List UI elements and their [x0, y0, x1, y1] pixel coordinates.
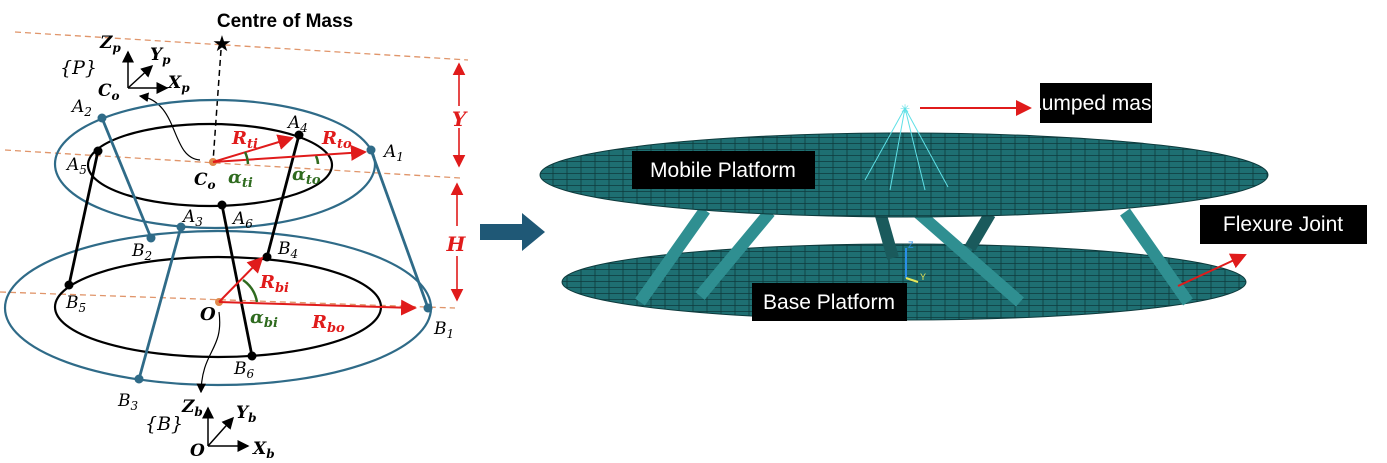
- dimension-y-label: Y: [452, 107, 468, 131]
- fe-model-image: ✳ Z Y Lumped mass Mobile Platform Flexur…: [539, 83, 1367, 321]
- label-flexure-joint: Flexure Joint: [1200, 205, 1367, 244]
- angle-labels: αti αto αbi: [228, 164, 321, 331]
- flexure-joint-pointer: [1177, 253, 1247, 287]
- svg-text:B3: B3: [117, 391, 139, 413]
- dimension-h-label: H: [446, 232, 467, 256]
- radius-labels: Rti Rto Rbi Rbo: [231, 128, 352, 336]
- label-lumped-mass: Lumped mass: [1030, 83, 1162, 123]
- svg-text:Lumped mass: Lumped mass: [1030, 92, 1162, 115]
- base-frame: {B} Zb Yb Xb O: [145, 397, 275, 461]
- svg-text:Rti: Rti: [231, 128, 258, 152]
- top-centre-label: Co: [194, 170, 216, 192]
- svg-text:A1: A1: [382, 142, 404, 164]
- svg-text:Base Platform: Base Platform: [763, 291, 895, 314]
- svg-text:Rbi: Rbi: [259, 272, 289, 296]
- svg-text:A4: A4: [286, 113, 308, 135]
- svg-text:Rto: Rto: [321, 128, 352, 152]
- svg-text:A2: A2: [70, 97, 92, 119]
- base-frame-label: {B}: [145, 413, 183, 435]
- flexure-legs: [635, 205, 1193, 307]
- lower-inner-ellipse: [53, 255, 383, 359]
- axis-triad-z-label: Z: [908, 240, 914, 250]
- svg-text:Zp: Zp: [99, 33, 121, 55]
- svg-text:Xp: Xp: [167, 73, 190, 95]
- centre-of-mass-label: Centre of Mass: [217, 11, 353, 32]
- svg-text:B6: B6: [233, 359, 255, 381]
- svg-text:O: O: [190, 441, 205, 461]
- svg-text:Yp: Yp: [150, 45, 171, 67]
- svg-text:αbi: αbi: [250, 307, 278, 331]
- radius-arrows: [212, 134, 417, 316]
- svg-text:B1: B1: [433, 319, 454, 341]
- lumped-mass-links: [864, 107, 949, 191]
- curved-arrow-base: [196, 311, 221, 394]
- axis-triad-y-label: Y: [920, 272, 926, 282]
- svg-text:B4: B4: [277, 239, 298, 261]
- curved-arrow-top: [138, 92, 201, 161]
- joint-points: [64, 113, 433, 384]
- svg-text:B2: B2: [131, 241, 152, 263]
- star-icon: ★: [212, 31, 232, 56]
- right-arrow-icon: [480, 213, 545, 251]
- svg-text:Mobile Platform: Mobile Platform: [650, 159, 796, 182]
- svg-text:Flexure Joint: Flexure Joint: [1223, 213, 1343, 236]
- svg-text:A3: A3: [181, 207, 203, 229]
- platform-frame-label: {P}: [60, 57, 97, 79]
- svg-text:Co: Co: [98, 81, 120, 103]
- svg-text:Yb: Yb: [236, 403, 257, 425]
- reference-dashed-lines: [0, 31, 469, 309]
- label-base-platform: Base Platform: [752, 283, 907, 321]
- svg-text:Zb: Zb: [181, 397, 203, 419]
- angle-arcs: [242, 151, 320, 303]
- base-centre-label: O: [200, 304, 216, 325]
- svg-text:αti: αti: [228, 167, 253, 191]
- platform-frame: {P} Zp Yp Xp Co: [60, 33, 190, 103]
- svg-text:Rbo: Rbo: [311, 312, 345, 336]
- legs: [67, 117, 430, 380]
- svg-text:Xb: Xb: [252, 439, 275, 461]
- point-labels: A1 A2 A3 A4 A5 A6 B1 B2 B3 B4 B5 B6: [65, 97, 454, 413]
- svg-text:A5: A5: [65, 155, 87, 177]
- upper-inner-ellipse: [86, 122, 334, 208]
- mass-axis-line: [212, 49, 222, 163]
- lumped-mass-node-icon: ✳: [900, 102, 910, 116]
- axis-triad-x: [905, 277, 919, 283]
- label-mobile-platform: Mobile Platform: [632, 151, 815, 189]
- hexapod-schematic: Centre of Mass ★ {P} Zp Yp Xp Co: [0, 11, 469, 461]
- svg-text:A6: A6: [231, 209, 253, 231]
- svg-text:B5: B5: [65, 293, 86, 315]
- dimension-arrows: [450, 62, 466, 302]
- svg-text:αto: αto: [292, 164, 321, 188]
